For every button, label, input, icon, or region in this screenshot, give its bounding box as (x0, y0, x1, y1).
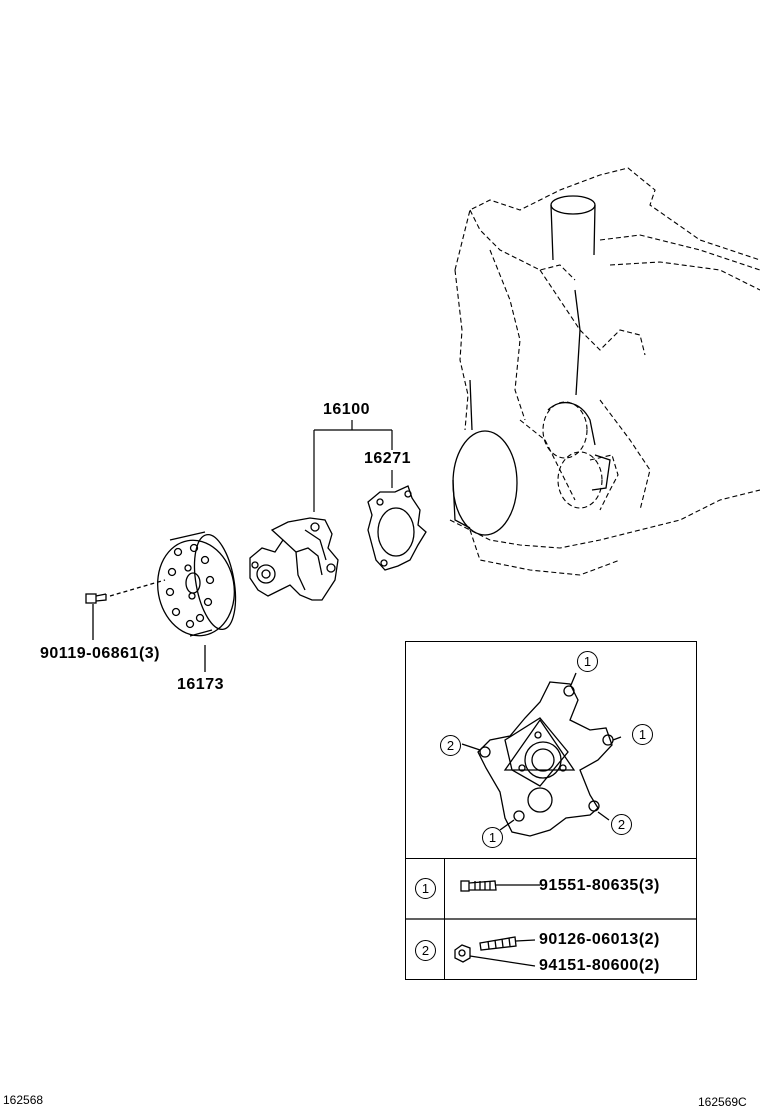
legend-row-1-part-number: 91551-80635 (539, 877, 639, 894)
label-gasket: 16271 (364, 450, 411, 467)
callout-1-top: 1 (577, 651, 598, 672)
label-pulley-bolt-qty: (3) (138, 645, 160, 662)
label-water-pump-assy: 16100 (323, 401, 370, 418)
legend-key-2: 2 (415, 940, 436, 961)
label-pulley: 16173 (177, 676, 224, 693)
detail-pump-view (461, 672, 622, 837)
callout-1-right: 1 (632, 724, 653, 745)
gasket (367, 485, 427, 571)
pulley (157, 531, 237, 672)
detail-box (405, 641, 697, 980)
legend-row-1-qty: (3) (638, 877, 660, 894)
engine-front-cover (452, 195, 611, 536)
callout-2-left: 2 (440, 735, 461, 756)
legend-stud-icon (479, 936, 536, 951)
water-pump (249, 517, 339, 601)
legend-row-2b-part-number: 94151-80600 (539, 957, 639, 974)
legend-row-2b-part: 94151-80600(2) (539, 957, 660, 975)
legend-nut-icon (454, 944, 536, 967)
legend-column-divider (444, 859, 445, 980)
legend-row-2b-qty: (2) (638, 957, 660, 974)
legend-row-2a-part-number: 90126-06013 (539, 931, 639, 948)
legend-row-2a-part: 90126-06013(2) (539, 931, 660, 949)
detail-divider (405, 858, 697, 859)
pulley-bolt (85, 579, 166, 640)
footer-left-code: 162568 (3, 1093, 44, 1107)
footer-right-code: 162569C (698, 1095, 747, 1109)
legend-key-1: 1 (415, 878, 436, 899)
callout-1-bottom-left: 1 (482, 827, 503, 848)
legend-row-1-part: 91551-80635(3) (539, 877, 660, 895)
legend-bolt-icon (460, 880, 540, 892)
label-pulley-bolt-number: 90119-06861 (40, 645, 139, 662)
legend-row-2a-qty: (2) (638, 931, 660, 948)
leader-16100 (313, 420, 393, 512)
callout-2-bottom-right: 2 (611, 814, 632, 835)
label-pulley-bolt: 90119-06861(3) (40, 645, 160, 663)
engine-block (449, 167, 760, 576)
